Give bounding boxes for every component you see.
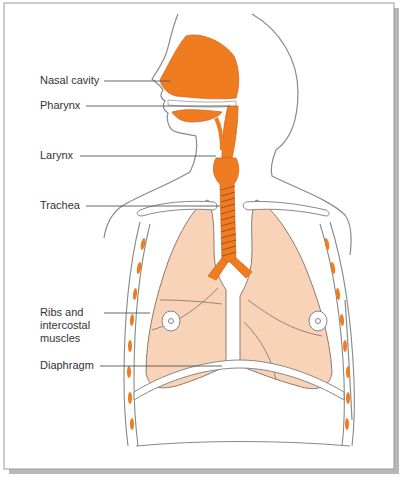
nipple-marker xyxy=(316,319,321,324)
rib-cage-inner xyxy=(134,224,150,446)
clavicle xyxy=(243,201,329,216)
right-bronchus xyxy=(230,258,252,278)
intercostal-muscles xyxy=(127,238,350,430)
nipple-marker xyxy=(309,311,327,331)
leader-line xyxy=(86,206,220,207)
rib-cage-outer xyxy=(330,222,354,446)
leader-line xyxy=(80,156,216,157)
leader-lines xyxy=(80,81,230,366)
nipple-marker xyxy=(169,319,174,324)
leader-line xyxy=(86,106,230,107)
part-label: Ribs and intercostal muscles xyxy=(40,306,102,345)
leader-line xyxy=(100,366,222,367)
leader-line xyxy=(104,81,170,82)
left-bronchus xyxy=(208,258,228,280)
part-label: Trachea xyxy=(40,199,80,212)
pharynx xyxy=(222,106,238,158)
part-label: Larynx xyxy=(40,149,73,162)
frame xyxy=(4,3,394,469)
nasal-cavity xyxy=(160,35,239,99)
lung-fissure xyxy=(152,288,218,330)
lower-ribs xyxy=(136,442,350,447)
part-label: Diaphragm xyxy=(40,359,94,372)
rib-cage-inner xyxy=(320,224,344,446)
mouth-cavity xyxy=(172,110,222,122)
part-label: Nasal cavity xyxy=(40,74,99,87)
left-lung xyxy=(146,200,226,388)
lung-fissure xyxy=(160,300,222,304)
epiglottis xyxy=(216,118,222,150)
larynx-trachea xyxy=(213,158,238,262)
leader-line xyxy=(104,313,150,314)
nipple-marker xyxy=(162,311,180,331)
rib-cage-outer xyxy=(124,222,140,446)
part-label: Pharynx xyxy=(40,99,80,112)
clavicle xyxy=(137,201,217,216)
arm-line xyxy=(345,300,352,420)
trachea-rings xyxy=(221,186,236,256)
